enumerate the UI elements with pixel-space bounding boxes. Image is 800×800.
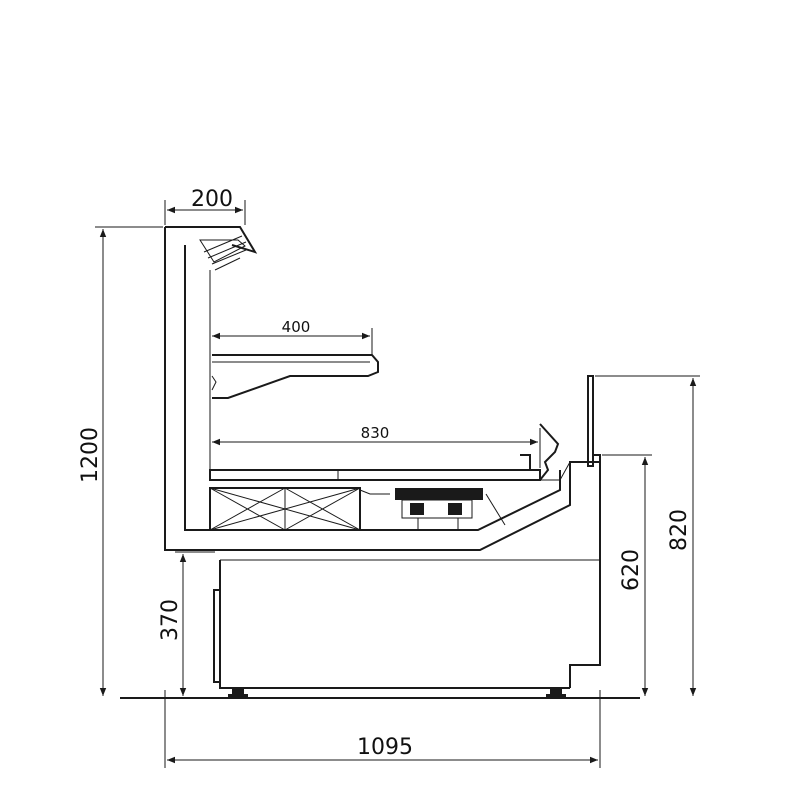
dim-deck-depth-label: 830 [361,424,390,442]
upper-shelf [211,354,379,399]
dim-base-height: 370 [158,551,215,696]
dim-counter-height: 620 [602,454,652,696]
dim-front-height: 820 [595,375,700,696]
dim-front-height-label: 820 [667,509,692,551]
dim-total-height-label: 1200 [78,427,103,483]
right-foot-icon [546,688,566,698]
dim-width-top: 200 [164,187,246,225]
rear-upright-inner [184,245,561,531]
dim-total-depth-label: 1095 [357,735,413,760]
dim-shelf-depth-label: 400 [282,318,311,336]
dim-total-height: 1200 [78,226,163,696]
front-glass [569,375,601,688]
dim-counter-height-label: 620 [619,549,644,591]
lower-crates [209,487,361,531]
canopy-light-icon [199,235,247,271]
base-plinth [213,559,600,698]
dim-width-top-label: 200 [191,187,233,212]
dim-deck-depth: 830 [212,424,541,468]
main-deck [209,423,571,481]
dim-total-depth: 1095 [164,690,601,768]
canopy-top [165,226,258,254]
refrigeration-unit-icon [359,488,506,531]
cabinet-body [120,226,640,699]
dim-base-height-label: 370 [158,599,183,641]
left-foot-icon [228,688,248,698]
dim-shelf-depth: 400 [212,318,373,354]
